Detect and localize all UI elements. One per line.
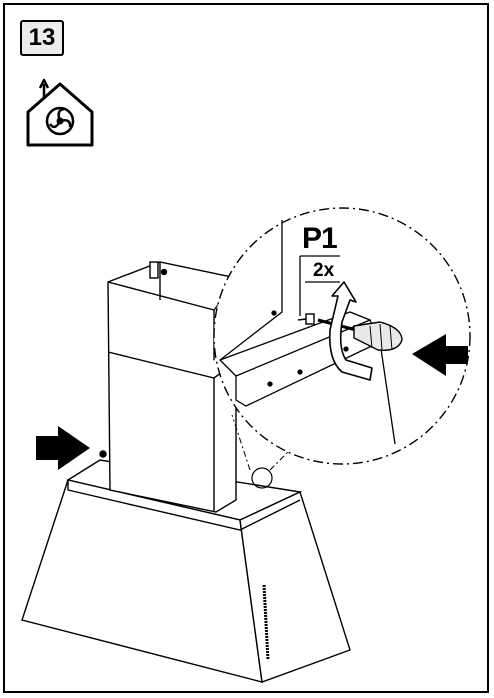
upper-chimney: [99, 261, 237, 513]
quantity-label: 2x: [313, 260, 335, 281]
detail-magnifier: [213, 207, 471, 489]
step-number: 13: [20, 20, 64, 56]
rotate-arrow-icon: [328, 281, 373, 381]
arrow-right-icon: [36, 426, 90, 470]
house-fan-icon: [26, 78, 94, 147]
arrow-left-icon: [412, 334, 468, 376]
part-label: P1: [302, 222, 338, 255]
